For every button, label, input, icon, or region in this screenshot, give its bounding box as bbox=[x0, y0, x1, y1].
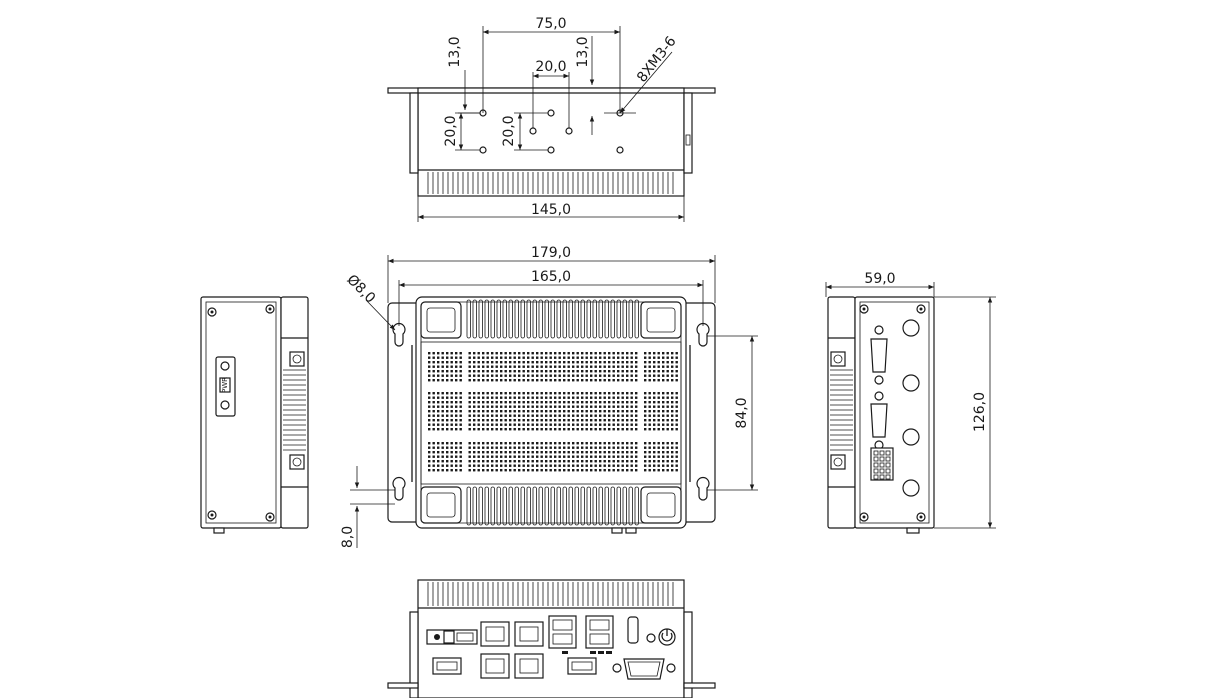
dim-165: 165,0 bbox=[531, 269, 571, 285]
top-view: 75,0 20,0 13,0 13,0 8XM3-6 20,0 20,0 145… bbox=[387, 16, 716, 222]
dim-8: 8,0 bbox=[340, 526, 356, 548]
dim-84: 84,0 bbox=[734, 397, 750, 428]
top-mount-holes bbox=[479, 109, 624, 154]
dim-126: 126,0 bbox=[972, 392, 988, 432]
dim-20-inner: 20,0 bbox=[535, 59, 566, 75]
left-side-view: PWR bbox=[200, 296, 309, 534]
dim-20-left: 20,0 bbox=[443, 115, 459, 146]
lan-ports bbox=[480, 621, 544, 679]
dim-145: 145,0 bbox=[531, 202, 571, 218]
dim-179: 179,0 bbox=[531, 245, 571, 261]
serial-ports bbox=[870, 325, 888, 450]
vga-port bbox=[612, 658, 676, 680]
dim-13-right: 13,0 bbox=[575, 36, 591, 67]
dim-75: 75,0 bbox=[535, 16, 566, 32]
dim-20-mid: 20,0 bbox=[501, 115, 517, 146]
dim-dia-8: Ø8,0 bbox=[343, 272, 378, 307]
bottom-view bbox=[387, 579, 716, 698]
usb-ports bbox=[432, 615, 614, 675]
right-side-view: 59,0 126,0 bbox=[825, 271, 996, 534]
front-view: 179,0 165,0 Ø8,0 84,0 8,0 bbox=[340, 245, 758, 548]
side-panel-mark: PWR bbox=[221, 377, 229, 393]
keyhole-slots bbox=[392, 323, 710, 501]
dim-13-left: 13,0 bbox=[447, 36, 463, 67]
dim-59: 59,0 bbox=[864, 271, 895, 287]
dim-8xm3: 8XM3-6 bbox=[634, 33, 680, 85]
